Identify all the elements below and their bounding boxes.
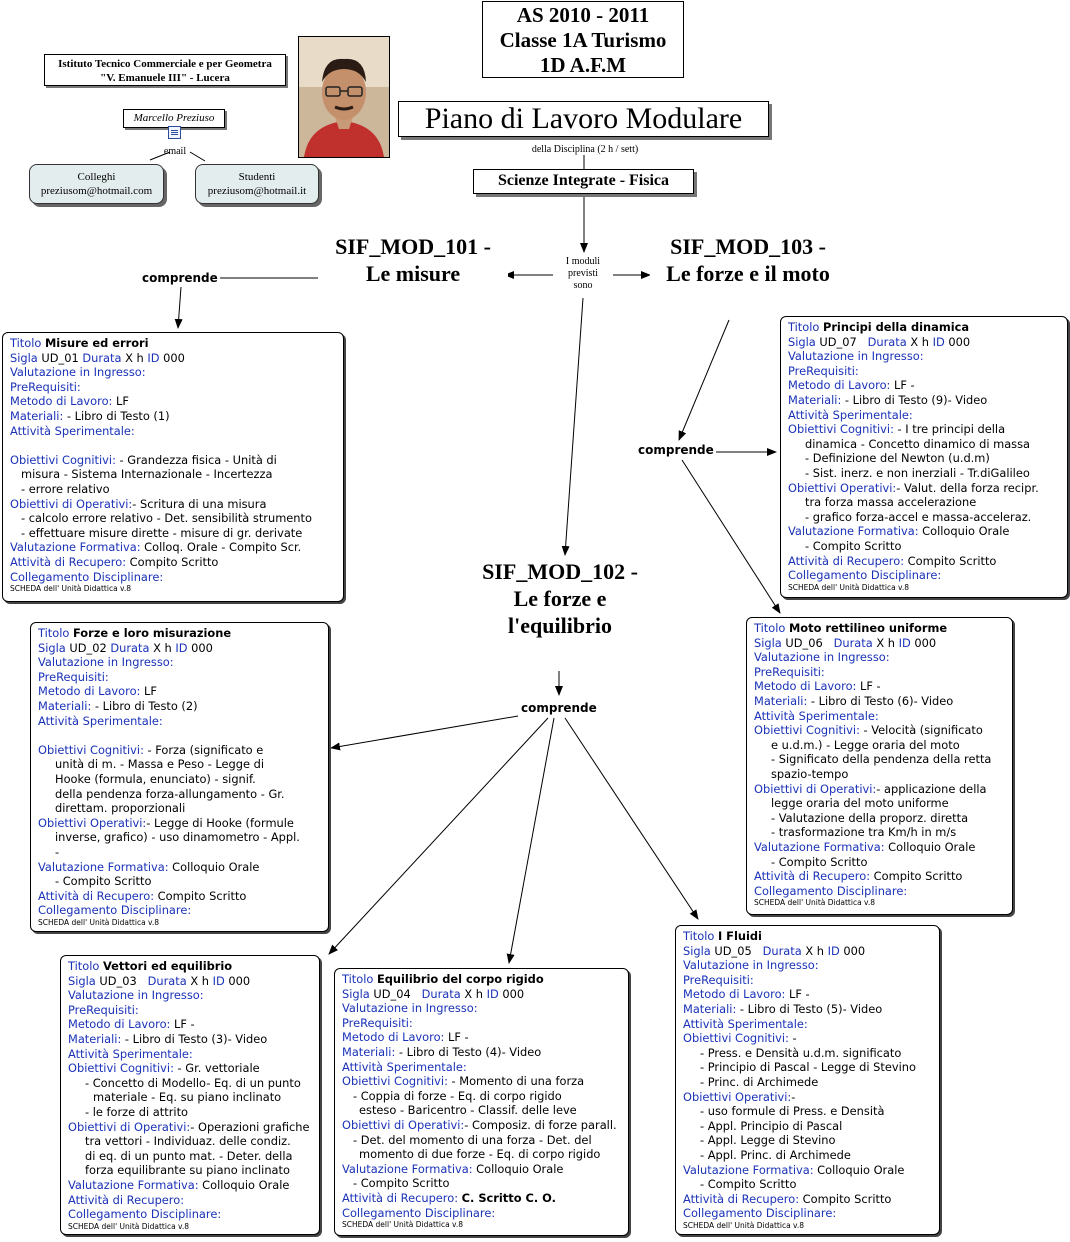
school-year: AS 2010 - 2011 [516, 3, 650, 27]
module-title: Le forze e [513, 586, 607, 611]
comprende102-to-ud02-arrow [330, 715, 519, 751]
unit-title: Moto rettilineo uniforme [788, 621, 948, 635]
contact-role: Studenti [238, 171, 276, 183]
comprende102-to-ud04-arrow [506, 717, 555, 964]
comprende-label-103: comprende [636, 443, 716, 457]
unit-card-ud03: Titolo Vettori ed equilibrio Sigla UD_03… [60, 955, 320, 1235]
module-code: SIF_MOD_101 - [335, 234, 491, 259]
center-to-mod102-arrow [561, 297, 584, 556]
module-code: SIF_MOD_102 - [482, 559, 638, 584]
comprende-label-102: comprende [519, 701, 599, 715]
comprende103-to-ud06-arrow [681, 459, 781, 614]
module-code: SIF_MOD_103 - [670, 234, 826, 259]
author-photo [298, 36, 390, 158]
page-title: Piano di Lavoro Modulare [398, 101, 769, 137]
author-name: Marcello Preziuso [123, 109, 225, 128]
unit-title: I Fluidi [717, 929, 762, 943]
discipline-box: Scienze Integrate - Fisica [473, 169, 694, 194]
contact-colleghi[interactable]: Colleghi preziusom@hotmail.com [29, 164, 164, 204]
contact-email[interactable]: preziusom@hotmail.it [207, 185, 307, 197]
school-location: "V. Emanuele III" - Lucera [100, 72, 230, 84]
module-102: SIF_MOD_102 - Le forze e l'equilibrio [468, 558, 652, 639]
modules-connector-label: I moduli previsti sono [553, 256, 613, 292]
email-label: email [163, 146, 187, 157]
unit-title: Vettori ed equilibrio [102, 959, 233, 973]
unit-card-ud06: Titolo Moto rettilineo uniforme Sigla UD… [746, 617, 1013, 915]
contact-studenti[interactable]: Studenti preziusom@hotmail.it [195, 164, 319, 204]
email-icon[interactable] [168, 126, 181, 139]
school-box: Istituto Tecnico Commerciale e per Geome… [44, 54, 286, 86]
unit-title: Principi della dinamica [822, 320, 970, 334]
class-name-1: Classe 1A Turismo [499, 28, 667, 52]
unit-card-ud05: Titolo I Fluidi Sigla UD_05 Durata X h I… [675, 925, 940, 1235]
contact-role: Colleghi [77, 171, 116, 183]
unit-title: Equilibrio del corpo rigido [376, 972, 544, 986]
module-103: SIF_MOD_103 - Le forze e il moto [650, 233, 846, 287]
unit-card-ud01: Titolo Misure ed errori Sigla UD_01 Dura… [2, 332, 344, 602]
module-101: SIF_MOD_101 - Le misure [318, 233, 508, 287]
comprende102-to-ud05-arrow [564, 717, 699, 920]
page-subtitle: della Disciplina (2 h / sett) [480, 144, 690, 155]
unit-title: Forze e loro misurazione [72, 626, 232, 640]
unit-card-ud04: Titolo Equilibrio del corpo rigido Sigla… [334, 968, 629, 1236]
comprende-label-101: comprende [140, 271, 220, 285]
module-title: Le forze e il moto [666, 261, 830, 286]
module-title-2: l'equilibrio [508, 613, 612, 638]
school-name: Istituto Tecnico Commerciale e per Geome… [58, 58, 272, 70]
email-link-left [149, 151, 171, 161]
unit-title: Misure ed errori [44, 336, 149, 350]
module-title: Le misure [365, 261, 461, 286]
mod103-to-comprende-arrow [678, 319, 730, 441]
class-header: AS 2010 - 2011 Classe 1A Turismo 1D A.F.… [482, 1, 684, 78]
unit-card-ud02: Titolo Forze e loro misurazione Sigla UD… [30, 622, 329, 932]
class-name-2: 1D A.F.M [539, 53, 627, 77]
comprende102-to-ud03-arrow [328, 717, 549, 955]
email-link-right [189, 151, 206, 162]
contact-email[interactable]: preziusom@hotmail.com [40, 185, 153, 197]
unit-card-ud07: Titolo Principi della dinamica Sigla UD_… [780, 316, 1068, 598]
comprende101-to-ud01-arrow [174, 286, 183, 329]
